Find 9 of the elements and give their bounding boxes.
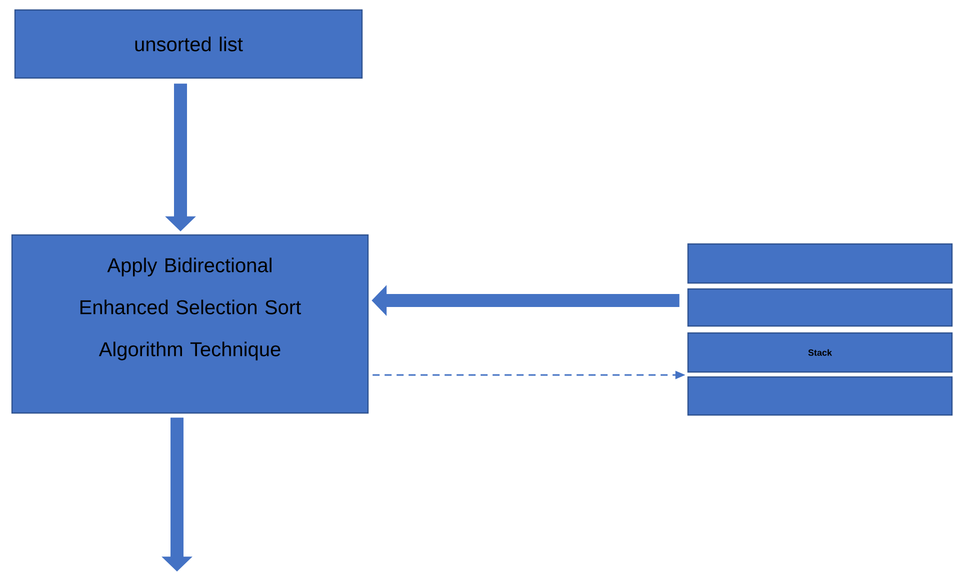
node-label: unsorted list — [135, 36, 243, 52]
stack-bar — [687, 288, 953, 327]
process-box — [11, 234, 369, 414]
stack-bar — [687, 243, 953, 284]
stack-bar — [687, 376, 953, 416]
process-box — [14, 9, 363, 79]
stack-bar — [687, 332, 953, 373]
node-label: Stack — [808, 349, 832, 356]
node-label: Apply Bidirectional Enhanced Selection Sort Algorithm Technique — [80, 258, 301, 360]
